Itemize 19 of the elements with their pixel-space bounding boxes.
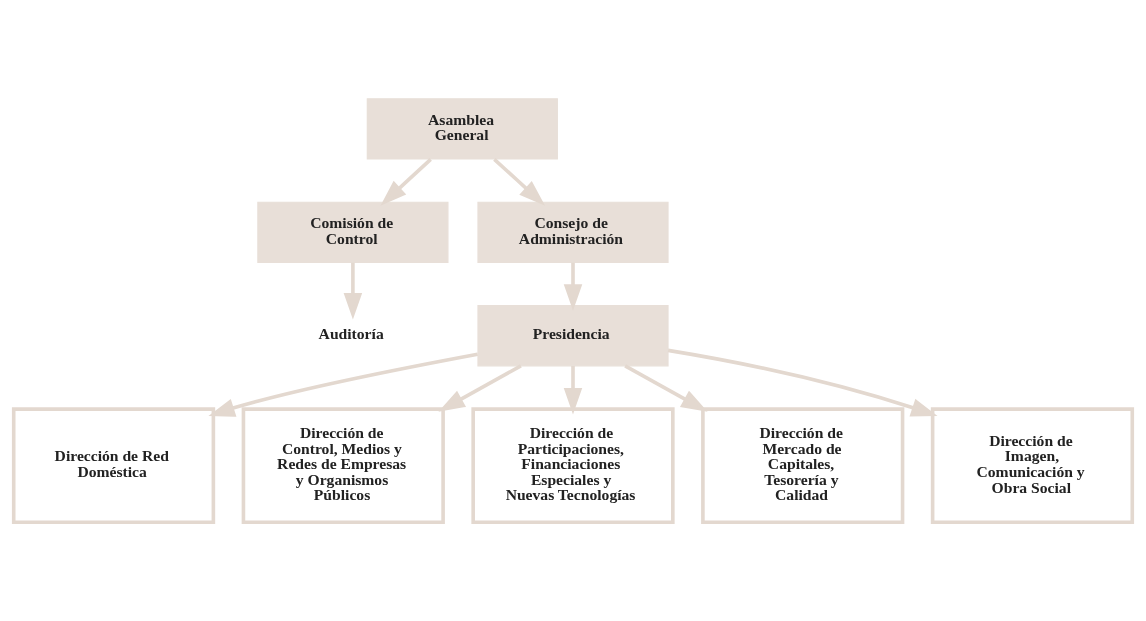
node-box: Consejo de Administración: [477, 201, 669, 263]
node-box: Dirección de Control, Medios y Redes de Empresas y Organismos Públicos: [241, 407, 445, 524]
node-box: Dirección de Imagen, Comunicación y Obra Social: [930, 407, 1135, 524]
node-text: Auditoría: [318, 324, 384, 342]
arrow: [208, 352, 478, 417]
arrow: [343, 262, 363, 320]
arrow: [380, 158, 432, 206]
node-box: Dirección de Mercado de Capitales, Tesorería y Calidad: [701, 407, 905, 524]
node-box: Comisión de Control: [257, 201, 449, 263]
node-box: Dirección de Participaciones, Financiaciones Especiales y Nuevas Tecnologías: [471, 407, 675, 524]
arrow: [563, 262, 583, 311]
node-box: Asamblea General: [366, 98, 558, 160]
arrow: [624, 364, 708, 412]
arrow: [563, 365, 583, 415]
arrow: [493, 157, 546, 206]
node-box: Presidencia: [477, 305, 669, 367]
arrow: [438, 364, 522, 412]
node-box: Dirección de Red Doméstica: [11, 407, 216, 524]
arrow: [667, 348, 938, 417]
